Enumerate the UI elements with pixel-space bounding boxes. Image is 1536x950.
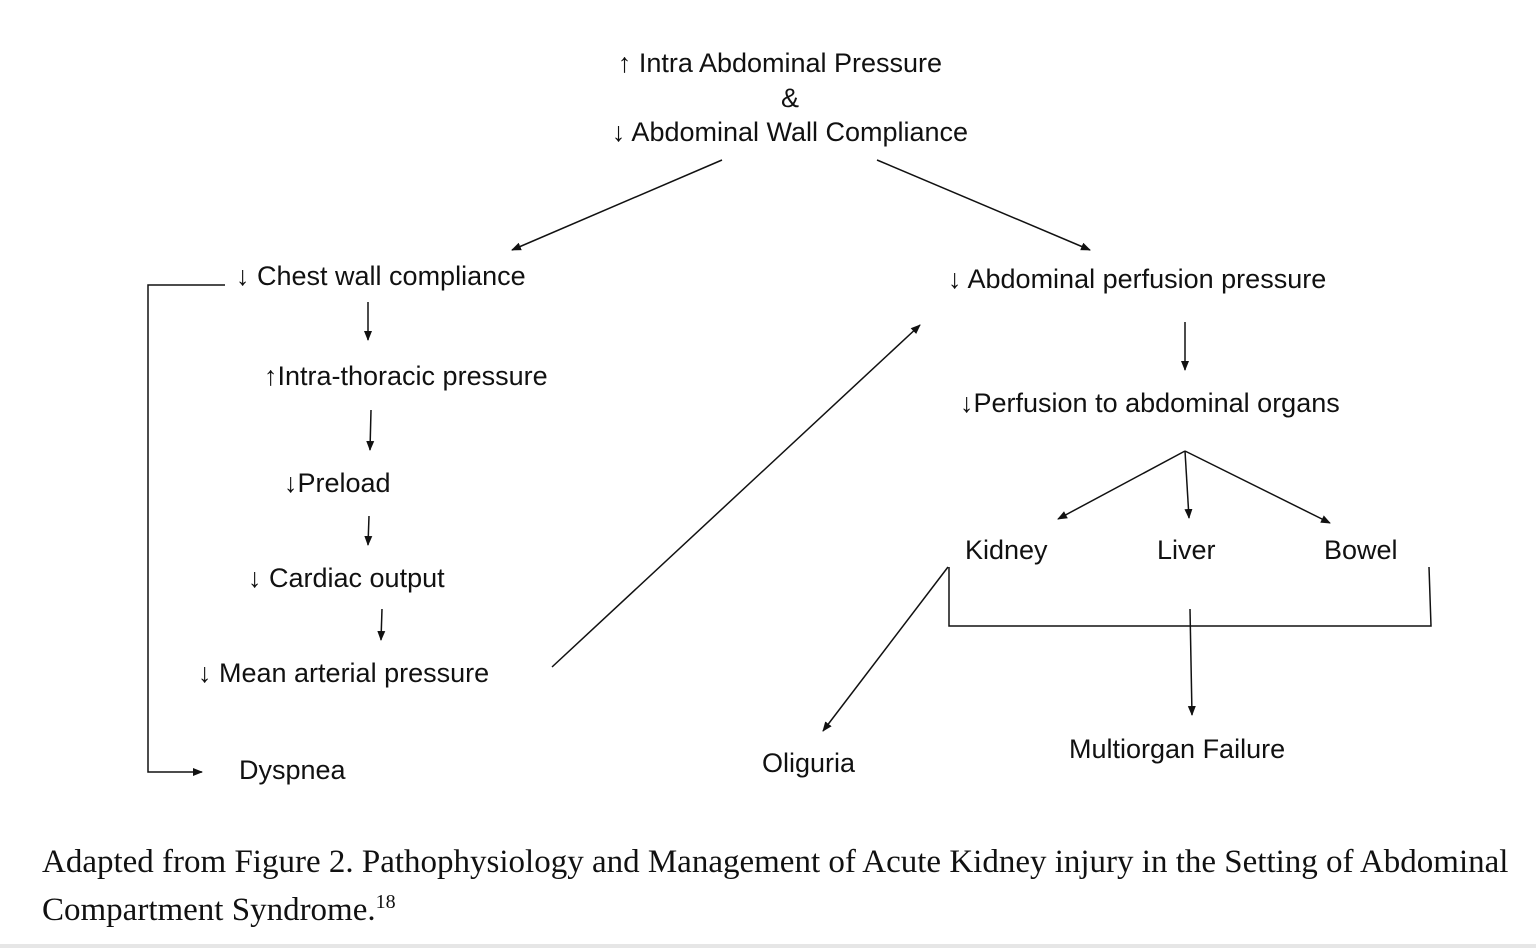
node-multiorgan-failure: Multiorgan Failure (1069, 734, 1286, 764)
bottom-divider (0, 944, 1536, 948)
node-kidney: Kidney (965, 535, 1048, 565)
arrow-bracket-to-multiorgan (1187, 608, 1196, 716)
node-preload: ↓Preload (284, 468, 391, 498)
caption-reference: 18 (375, 891, 396, 913)
arrow-top-to-chest (511, 159, 723, 251)
top-node-line3: ↓ Abdominal Wall Compliance (611, 117, 969, 147)
node-liver: Liver (1157, 535, 1216, 565)
arrow-perfusion-to-bowel (1184, 450, 1331, 524)
node-oliguria: Oliguria (762, 748, 856, 778)
node-cardiac-output: ↓ Cardiac output (248, 563, 445, 593)
node-chest-wall-compliance: ↓ Chest wall compliance (236, 261, 526, 291)
top-node-line2: & (780, 83, 799, 113)
node-abdominal-perfusion-pressure: ↓ Abdominal perfusion pressure (948, 264, 1327, 294)
node-intrathoracic-pressure: ↑Intra-thoracic pressure (264, 361, 548, 391)
figure-caption: Adapted from Figure 2. Pathophysiology a… (42, 838, 1512, 934)
node-dyspnea: Dyspnea (239, 755, 346, 785)
diagram-arrows (147, 159, 1432, 776)
arrow-preload-to-cardiac (364, 515, 373, 546)
top-node-line1: ↑ Intra Abdominal Pressure (617, 48, 943, 78)
arrow-perfusion-to-liver (1184, 450, 1193, 519)
arrow-top-to-app (876, 159, 1091, 251)
node-mean-arterial-pressure: ↓ Mean arterial pressure (198, 658, 490, 688)
arrow-map-to-app (551, 324, 921, 668)
node-bowel: Bowel (1324, 535, 1398, 565)
arrow-perfusion-to-kidney (1057, 450, 1186, 520)
caption-text: Adapted from Figure 2. Pathophysiology a… (42, 844, 1509, 928)
bracket-chest-to-dyspnea (147, 284, 225, 776)
node-perfusion-abdominal-organs: ↓Perfusion to abdominal organs (960, 388, 1340, 418)
arrow-kidney-to-oliguria (822, 566, 949, 732)
flow-diagram: ↑ Intra Abdominal Pressure & ↓ Abdominal… (147, 48, 1432, 785)
arrow-cardiac-to-map (377, 608, 386, 641)
arrow-intrathoracic-to-preload (366, 409, 375, 451)
